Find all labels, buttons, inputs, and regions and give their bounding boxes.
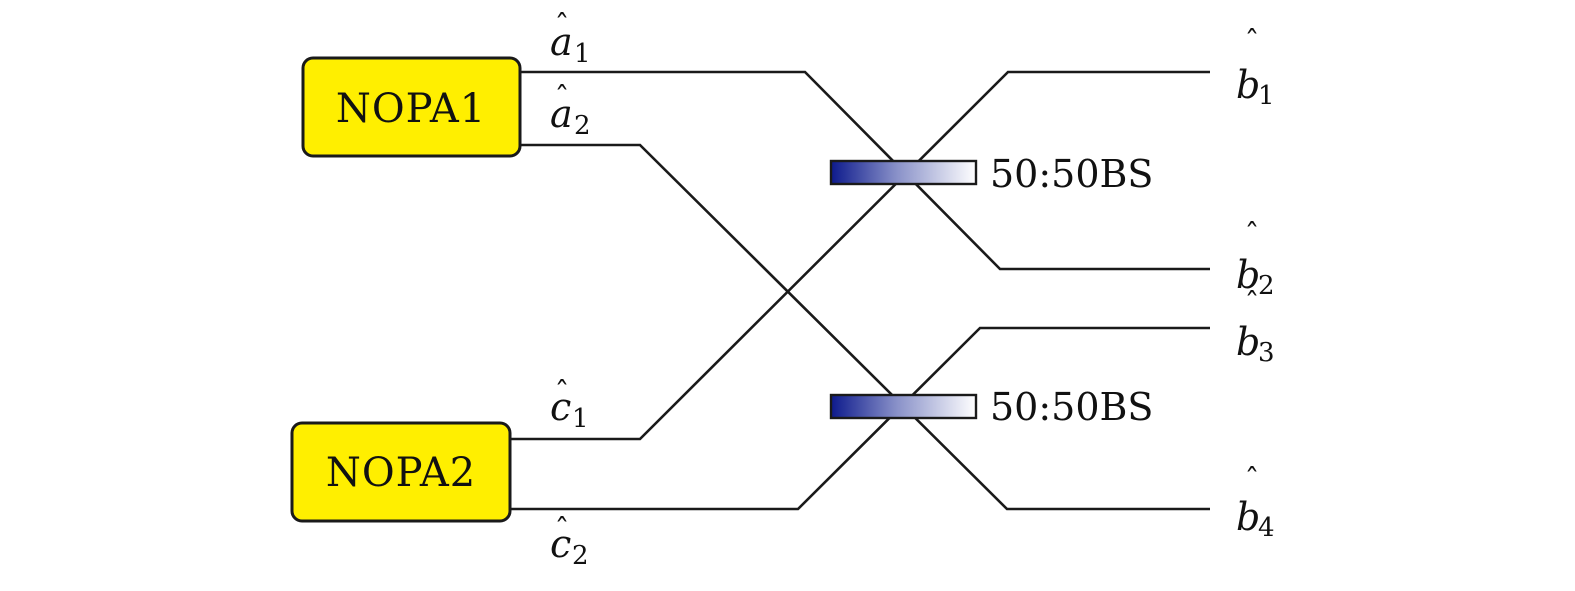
mode-label-b1: ˆ b 1 bbox=[1236, 25, 1275, 111]
a2-hat: ˆ bbox=[555, 81, 570, 116]
b4-subscript: 4 bbox=[1258, 513, 1275, 543]
mode-label-a1: ˆ a 1 bbox=[550, 9, 591, 69]
c2-letter: c bbox=[550, 522, 571, 566]
b1-letter: b bbox=[1236, 63, 1260, 107]
beam-c1-to-b1 bbox=[510, 70, 1210, 441]
nopa1-source: NOPA1 bbox=[301, 56, 522, 158]
b1-hat: ˆ bbox=[1245, 25, 1260, 60]
mode-label-b3: ˆ b 3 bbox=[1236, 287, 1275, 368]
upper-beam-splitter: 50:50BS bbox=[829, 152, 1153, 196]
nopa1-box bbox=[301, 56, 522, 158]
a2-letter: a bbox=[550, 92, 573, 136]
a1-letter: a bbox=[550, 20, 573, 64]
a1-subscript: 1 bbox=[574, 39, 591, 69]
c2-subscript: 2 bbox=[572, 541, 589, 571]
c2-hat: ˆ bbox=[555, 513, 570, 548]
c1-subscript: 1 bbox=[572, 404, 589, 434]
lower-beam-splitter: 50:50BS bbox=[829, 385, 1153, 429]
mode-label-c2: ˆ c 2 bbox=[550, 513, 589, 571]
lower-bs-label: 50:50BS bbox=[990, 385, 1153, 429]
b2-subscript: 2 bbox=[1258, 271, 1275, 301]
lower-bs-plate bbox=[829, 393, 978, 420]
c1-hat: ˆ bbox=[555, 376, 570, 411]
nopa2-box bbox=[290, 421, 512, 523]
nopa1-label: NOPA1 bbox=[336, 86, 486, 132]
b2-hat: ˆ bbox=[1245, 218, 1260, 253]
beam-a2-to-b4 bbox=[520, 143, 1210, 511]
beam-paths bbox=[510, 70, 1210, 511]
b4-hat: ˆ bbox=[1245, 463, 1260, 498]
a1-hat: ˆ bbox=[555, 9, 570, 44]
upper-bs-label: 50:50BS bbox=[990, 152, 1153, 196]
b1-subscript: 1 bbox=[1258, 81, 1275, 111]
mode-label-b4: ˆ b 4 bbox=[1236, 463, 1275, 543]
nopa2-source: NOPA2 bbox=[290, 421, 512, 523]
b3-letter: b bbox=[1236, 320, 1260, 364]
mode-label-b2: ˆ b 2 bbox=[1236, 218, 1275, 301]
mode-label-c1: ˆ c 1 bbox=[550, 376, 589, 434]
nopa2-label: NOPA2 bbox=[326, 450, 476, 496]
b3-subscript: 3 bbox=[1258, 338, 1275, 368]
c1-letter: c bbox=[550, 385, 571, 429]
upper-bs-plate bbox=[829, 159, 978, 186]
b4-letter: b bbox=[1236, 495, 1260, 539]
mode-label-a2: ˆ a 2 bbox=[550, 81, 591, 141]
b2-letter: b bbox=[1236, 253, 1260, 297]
b3-hat: ˆ bbox=[1245, 287, 1260, 322]
a2-subscript: 2 bbox=[574, 111, 591, 141]
